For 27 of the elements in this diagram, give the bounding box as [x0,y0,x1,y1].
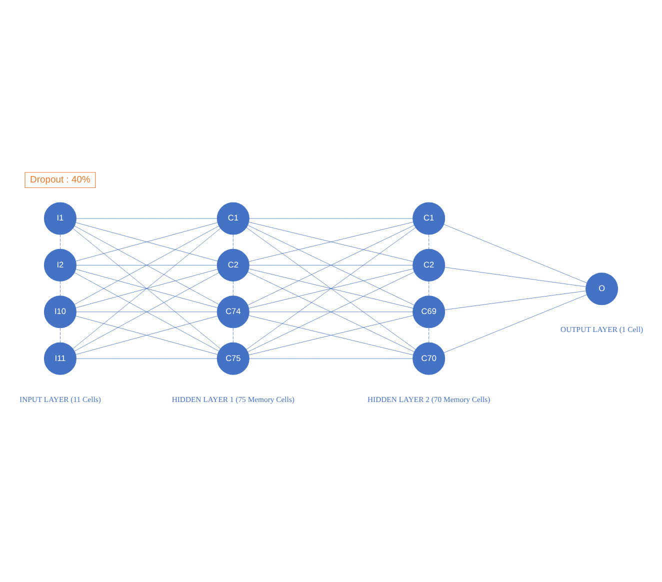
connector [232,327,234,342]
connector [246,226,416,350]
connector [428,327,430,342]
label: Dropout : 40% [30,174,90,185]
connector [248,264,414,265]
connector [74,225,220,304]
connector [248,268,414,308]
connector [248,224,414,305]
connector [72,228,221,348]
connector [76,268,218,308]
connector [444,290,586,310]
connector [76,264,218,265]
connector [76,311,218,312]
connector [248,271,414,352]
connector [428,280,430,296]
connector [232,280,234,296]
connector [74,272,220,351]
connector [248,314,414,355]
connector [444,294,587,352]
connector [232,234,234,249]
connector [428,234,430,249]
connector [76,222,218,261]
connector [248,311,414,312]
connector [248,221,414,262]
connector [444,266,586,286]
connector [444,224,587,283]
connector [76,315,218,354]
